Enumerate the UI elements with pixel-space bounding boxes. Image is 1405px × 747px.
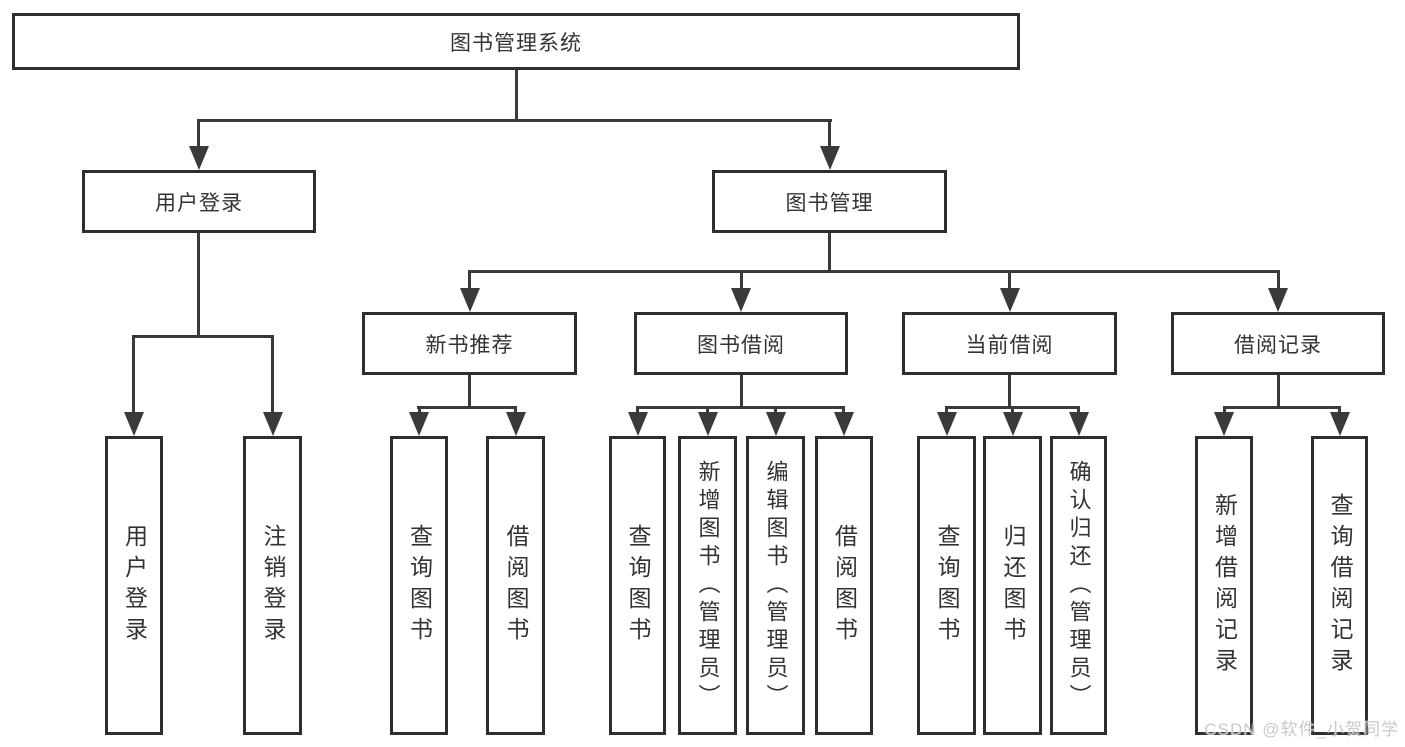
leaf-add-borrow-record: 新增借阅记录 [1195,436,1253,735]
leaf-query-books-borrow: 查询图书 [609,436,666,735]
arrowhead-down-icon [834,412,854,436]
connector-trunk [468,375,471,408]
connector-stem [1077,406,1080,415]
connector-stem [197,119,200,149]
connector-level3-bus [468,270,1280,273]
arrowhead-down-icon [1003,412,1023,436]
leaf-query-borrow-record: 查询借阅记录 [1311,436,1368,735]
connector-stem [1338,406,1341,415]
arrowhead-down-icon [698,412,718,436]
node-user-login: 用户登录 [82,170,316,233]
leaf-query-books-current: 查询图书 [917,436,976,735]
arrowhead-down-icon [731,288,751,312]
connector-book-mgmt-trunk [828,233,831,270]
arrowhead-down-icon [1268,288,1288,312]
connector-stem [1277,270,1280,290]
arrowhead-down-icon [460,288,480,312]
arrowhead-down-icon [1214,412,1234,436]
connector-level2-bus [197,119,832,122]
node-current-borrowing: 当前借阅 [902,312,1117,375]
connector-stem [945,406,948,415]
connector-stem [842,406,845,415]
leaf-logout: 注销登录 [243,436,302,735]
arrowhead-down-icon [189,146,209,170]
arrowhead-down-icon [263,412,283,436]
connector-stem [514,406,517,415]
leaf-borrow-books-newrec: 借阅图书 [486,436,545,735]
arrowhead-down-icon [1069,412,1089,436]
connector-stem [271,335,274,414]
connector-stem [132,335,135,414]
node-book-management: 图书管理 [712,170,947,233]
connector-stem [1223,406,1226,415]
connector-stem [828,119,831,149]
connector-stem [636,406,639,415]
leaf-add-books-admin: 新增图书（管理员） [678,436,737,735]
connector-root-trunk [515,70,518,119]
connector-stem [740,270,743,290]
connector-stem [774,406,777,415]
leaf-return-books: 归还图书 [983,436,1042,735]
leaf-edit-books-admin: 编辑图书（管理员） [746,436,805,735]
arrowhead-down-icon [820,146,840,170]
arrowhead-down-icon [1000,288,1020,312]
node-book-borrowing: 图书借阅 [634,312,848,375]
connector-bus [417,406,517,409]
leaf-borrow-books: 借阅图书 [815,436,873,735]
connector-user-login-trunk [197,233,200,335]
connector-user-login-bus [132,335,274,338]
connector-stem [1008,270,1011,290]
connector-trunk [1008,375,1011,408]
connector-trunk [1277,375,1280,408]
arrowhead-down-icon [1330,412,1350,436]
arrowhead-down-icon [409,412,429,436]
arrowhead-down-icon [628,412,648,436]
connector-stem [1011,406,1014,415]
leaf-confirm-return-admin: 确认归还（管理员） [1050,436,1107,735]
arrowhead-down-icon [506,412,526,436]
connector-bus [636,406,845,409]
connector-stem [706,406,709,415]
arrowhead-down-icon [937,412,957,436]
leaf-query-books-newrec: 查询图书 [390,436,448,735]
node-library-management-system: 图书管理系统 [12,13,1020,70]
connector-trunk [740,375,743,408]
csdn-watermark: CSDN @软件_小贺同学 [1204,720,1399,739]
node-new-book-recommendation: 新书推荐 [362,312,577,375]
node-borrowing-records: 借阅记录 [1171,312,1385,375]
arrowhead-down-icon [124,412,144,436]
connector-bus [1223,406,1341,409]
connector-stem [418,406,421,415]
arrowhead-down-icon [766,412,786,436]
connector-stem [468,270,471,290]
leaf-user-login: 用户登录 [105,436,163,735]
